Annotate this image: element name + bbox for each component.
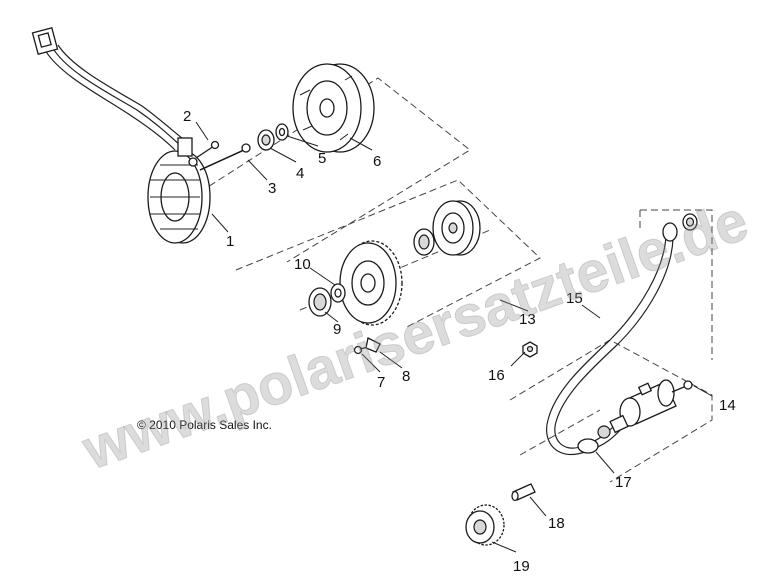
starter-motor (597, 379, 677, 439)
washer-5 (275, 123, 289, 141)
callout-5: 5 (318, 150, 326, 167)
assembly-outline-starter (509, 209, 713, 483)
bolt-14 (671, 380, 693, 393)
callout-17: 17 (615, 474, 632, 491)
callout-14: 14 (719, 397, 736, 414)
callout-8: 8 (402, 368, 410, 385)
bolt-3 (199, 143, 251, 171)
callout-15: 15 (566, 290, 583, 307)
callout-3: 3 (268, 180, 276, 197)
callout-16: 16 (488, 367, 505, 384)
screw-2 (195, 140, 220, 159)
callout-10: 10 (294, 256, 311, 273)
callout-1: 1 (226, 233, 234, 250)
copyright-text: © 2010 Polaris Sales Inc. (137, 418, 272, 432)
callout-9: 9 (333, 321, 341, 338)
callout-2: 2 (183, 108, 191, 125)
starter-ring-gear (339, 240, 403, 326)
nut-4 (257, 129, 275, 151)
stator-harness (31, 26, 189, 151)
bearing-9 (308, 287, 332, 317)
bearing-13 (413, 228, 435, 256)
starter-clutch (432, 200, 481, 256)
clip-8 (365, 337, 381, 353)
flywheel (292, 63, 375, 153)
starter-drive-gear-19 (465, 504, 505, 546)
o-ring-17 (577, 438, 599, 454)
callout-19: 19 (513, 558, 530, 575)
callout-18: 18 (548, 515, 565, 532)
leader-lines (195, 121, 713, 553)
callout-6: 6 (373, 153, 381, 170)
washer-10 (330, 283, 346, 303)
stator (147, 137, 211, 244)
callout-4: 4 (296, 165, 304, 182)
assembly-outline-flywheel (199, 77, 471, 263)
pin-18 (511, 483, 536, 502)
callout-13: 13 (519, 311, 536, 328)
callout-7: 7 (377, 374, 385, 391)
nut-16 (522, 341, 538, 358)
